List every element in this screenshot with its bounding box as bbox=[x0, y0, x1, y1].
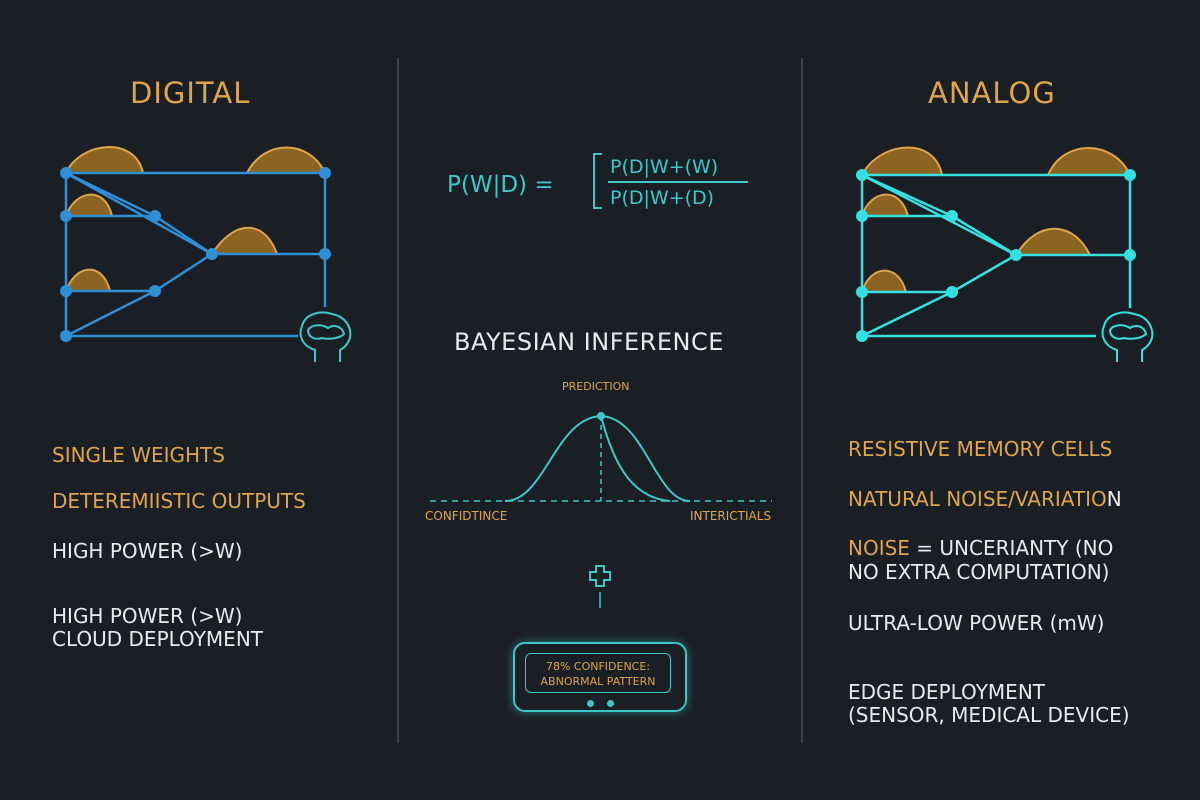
weight-bump bbox=[64, 268, 112, 292]
node bbox=[946, 210, 958, 222]
weight-bump bbox=[1046, 147, 1132, 176]
node bbox=[206, 248, 218, 260]
formula-lhs: P(W|D) = bbox=[447, 172, 554, 198]
node bbox=[946, 286, 958, 298]
medical-cross-icon bbox=[589, 565, 611, 608]
node bbox=[1010, 249, 1022, 261]
node bbox=[1124, 169, 1136, 181]
node bbox=[856, 286, 868, 298]
uncertainty-text: = UNCERIANTY (NO bbox=[909, 536, 1114, 560]
analog-feature-noise-variation: NATURAL NOISE/VARIATION bbox=[848, 487, 1122, 511]
node bbox=[60, 210, 72, 222]
node bbox=[60, 167, 72, 179]
weight-bump bbox=[860, 193, 910, 217]
analog-network-diagram bbox=[856, 146, 1154, 362]
prediction-label: PREDICTION bbox=[562, 380, 630, 393]
device-indicator-dot bbox=[607, 700, 614, 707]
weight-bump bbox=[245, 146, 327, 174]
formula-denominator: P(D|W+(D) bbox=[610, 187, 715, 209]
node bbox=[319, 248, 331, 260]
node bbox=[856, 210, 868, 222]
node bbox=[149, 210, 161, 222]
brain-head-icon bbox=[1101, 311, 1154, 362]
node bbox=[1124, 249, 1136, 261]
analog-feature-resistive: RESISTIVE MEMORY CELLS bbox=[848, 437, 1113, 461]
posterior-distribution-curve bbox=[430, 412, 772, 502]
node bbox=[60, 330, 72, 342]
formula-bracket bbox=[593, 153, 602, 209]
divider-left bbox=[397, 58, 399, 743]
analog-feature-uncertainty: NOISE = UNCERIANTY (NO bbox=[848, 536, 1113, 560]
node bbox=[856, 169, 868, 181]
digital-feature-high-power: HIGH POWER (>W) bbox=[52, 539, 243, 563]
node bbox=[149, 285, 161, 297]
device-indicator-dot bbox=[587, 700, 594, 707]
analog-feature-noise-variation-gold: NATURAL NOISE/VARIATIO bbox=[848, 487, 1107, 511]
device-line-1: 78% CONFIDENCE: bbox=[545, 660, 651, 673]
node bbox=[60, 285, 72, 297]
divider-right bbox=[801, 58, 803, 743]
bayesian-title: BAYESIAN INFERENCE bbox=[454, 328, 724, 356]
analog-title: ANALOG bbox=[928, 76, 1056, 110]
node bbox=[319, 167, 331, 179]
digital-network-diagram bbox=[60, 146, 352, 362]
prediction-point bbox=[597, 412, 605, 420]
noise-highlight: NOISE bbox=[848, 536, 910, 560]
formula-fraction-bar bbox=[608, 181, 748, 183]
node bbox=[856, 330, 868, 342]
analog-feature-ultra-low: ULTRA-LOW POWER (mW) bbox=[848, 611, 1105, 635]
weight-bump bbox=[64, 146, 145, 174]
analog-feature-noise-variation-end: N bbox=[1106, 487, 1122, 511]
medical-device: 78% CONFIDENCE: ABNORMAL PATTERN bbox=[513, 642, 687, 712]
analog-feature-sensor: (SENSOR, MEDICAL DEVICE) bbox=[848, 703, 1130, 727]
device-line-2: ABNORMAL PATTERN bbox=[540, 675, 656, 688]
weight-bump bbox=[1014, 227, 1092, 256]
digital-title: DIGITAL bbox=[130, 76, 251, 110]
digital-feature-deterministic: DETEREMIISTIC OUTPUTS bbox=[52, 489, 306, 513]
device-screen: 78% CONFIDENCE: ABNORMAL PATTERN bbox=[525, 653, 671, 693]
digital-feature-single-weights: SINGLE WEIGHTS bbox=[52, 443, 225, 467]
confidence-label: CONFIDTINCE bbox=[425, 509, 508, 523]
weight-bump bbox=[860, 269, 908, 293]
analog-feature-no-extra: NO EXTRA COMPUTATION) bbox=[848, 560, 1110, 584]
intervals-label: INTERICTIALS bbox=[690, 509, 772, 523]
weight-bump bbox=[860, 146, 944, 176]
brain-head-icon bbox=[299, 311, 352, 362]
digital-feature-high-power-2: HIGH POWER (>W) bbox=[52, 604, 243, 628]
formula-numerator: P(D|W+(W) bbox=[610, 156, 719, 178]
analog-feature-edge: EDGE DEPLOYMENT bbox=[848, 680, 1045, 704]
digital-feature-cloud: CLOUD DEPLOYMENT bbox=[52, 627, 263, 651]
weight-bump bbox=[210, 226, 279, 255]
weight-bump bbox=[64, 193, 114, 217]
